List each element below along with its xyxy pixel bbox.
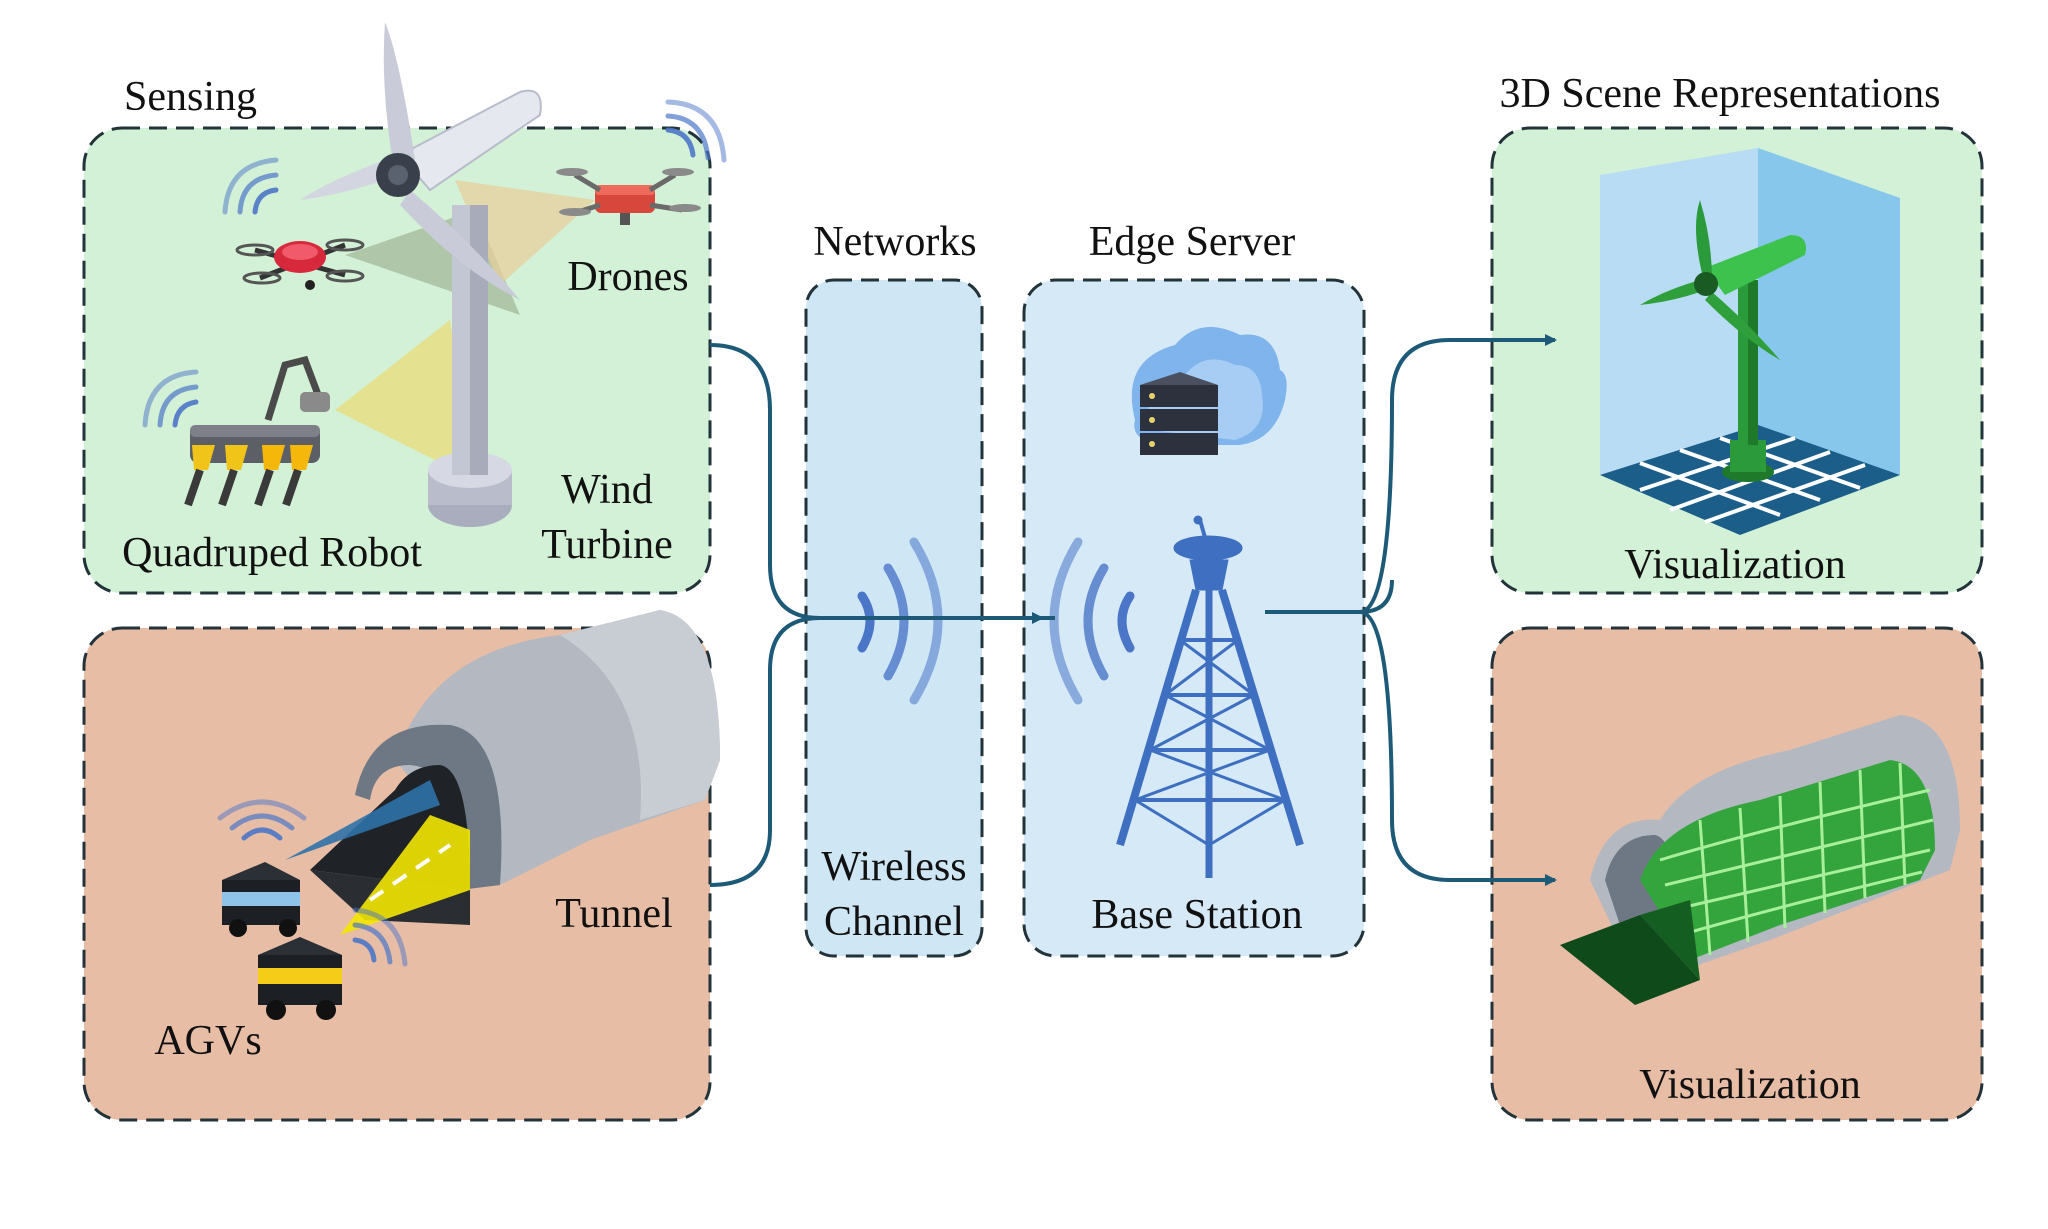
sensing-illustration bbox=[142, 22, 727, 527]
drone-red-right-icon bbox=[556, 168, 701, 225]
label-quadruped-robot: Quadruped Robot bbox=[122, 530, 422, 576]
server-rack-icon bbox=[1140, 372, 1218, 455]
drone-left-signal-icon bbox=[222, 157, 279, 215]
tunnel-illustration bbox=[217, 610, 720, 1020]
label-drones: Drones bbox=[567, 254, 688, 300]
label-wireless: Wireless bbox=[821, 844, 966, 890]
drone-right-signal-icon bbox=[665, 99, 727, 163]
agv-light-beam-blue bbox=[285, 780, 440, 860]
wind-turbine-icon bbox=[300, 22, 542, 527]
section-title-edge-server: Edge Server bbox=[1089, 219, 1295, 265]
label-turbine: Turbine bbox=[541, 522, 672, 568]
section-title-networks: Networks bbox=[813, 219, 976, 265]
scene-tunnel-road bbox=[1560, 915, 1700, 1005]
scene-tunnel-model bbox=[1560, 715, 1960, 1005]
scene-wind-turbine-model bbox=[1600, 148, 1900, 535]
agv-blue-icon bbox=[222, 862, 300, 937]
label-wind: Wind bbox=[561, 467, 653, 513]
cloud-server-icon bbox=[1131, 327, 1287, 455]
connector-sensing-to-network bbox=[709, 343, 1055, 620]
robot-signal-icon bbox=[142, 369, 199, 428]
robot-camera-beam bbox=[335, 320, 475, 480]
drone-right-camera-beam bbox=[455, 180, 595, 285]
agv-yellow-signal-icon bbox=[352, 907, 408, 967]
agv-blue-signal-icon bbox=[217, 799, 307, 841]
label-visualization-bottom: Visualization bbox=[1639, 1062, 1860, 1108]
label-tunnel: Tunnel bbox=[555, 891, 673, 937]
label-agvs: AGVs bbox=[154, 1018, 261, 1064]
agv-yellow-icon bbox=[258, 937, 342, 1020]
connector-tunnel-to-network bbox=[709, 616, 821, 887]
drone-red-left-icon bbox=[235, 238, 365, 290]
connector-to-scene-bottom bbox=[1359, 610, 1557, 886]
label-visualization-top: Visualization bbox=[1624, 542, 1845, 588]
connector-to-scene-top bbox=[1359, 334, 1557, 614]
label-channel: Channel bbox=[824, 899, 964, 945]
connector-lines bbox=[709, 334, 1557, 887]
base-station-tower-icon bbox=[1116, 515, 1304, 878]
section-title-scene: 3D Scene Representations bbox=[1500, 71, 1941, 117]
base-station-signal-icon bbox=[1049, 537, 1135, 705]
section-title-sensing: Sensing bbox=[124, 74, 257, 120]
quadruped-robot-icon bbox=[184, 355, 330, 507]
wireless-channel-signal-icon bbox=[857, 537, 943, 705]
label-base-station: Base Station bbox=[1091, 892, 1302, 938]
